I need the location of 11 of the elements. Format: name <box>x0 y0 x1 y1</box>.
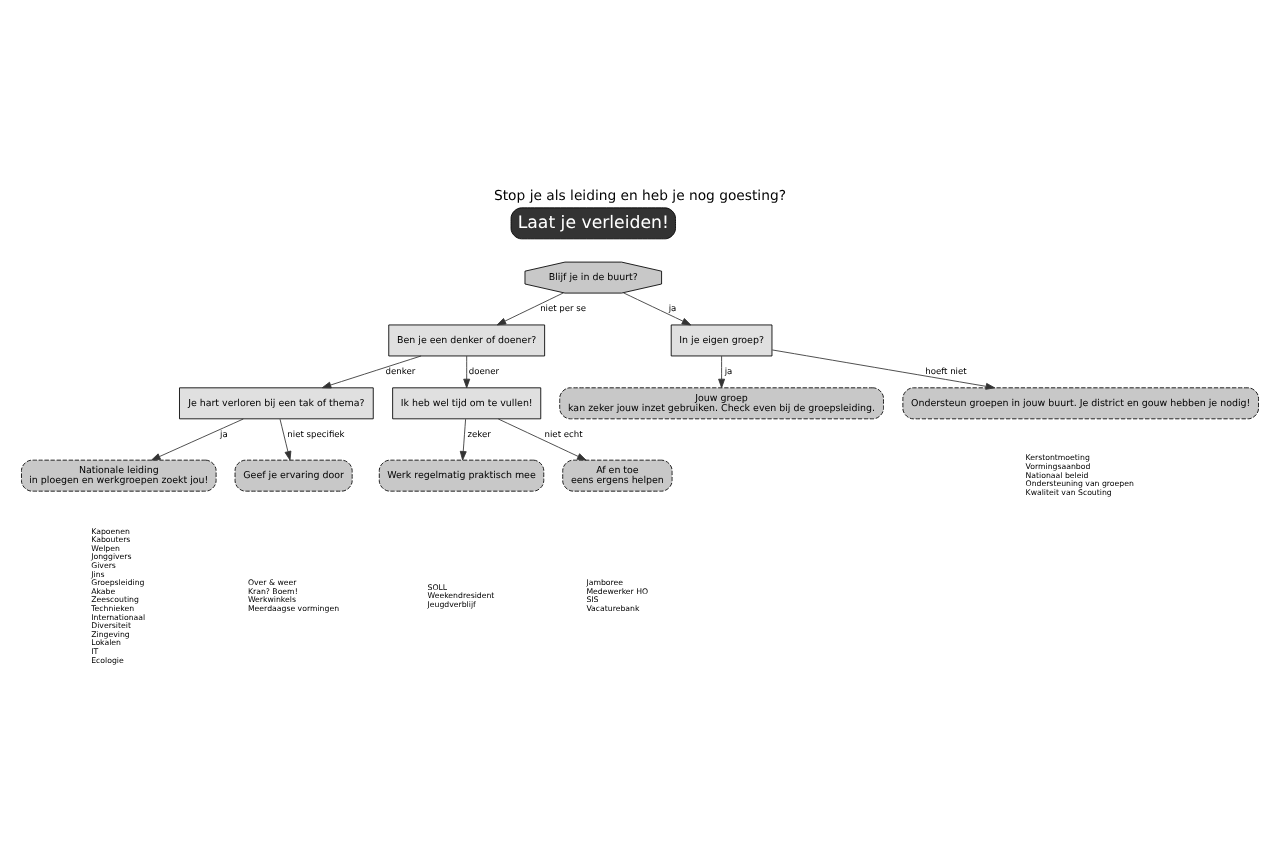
arrow <box>321 355 422 389</box>
node-box: Laat je verleiden! <box>510 207 676 240</box>
arrow <box>497 418 587 461</box>
arrow <box>151 418 244 461</box>
arrow <box>622 292 692 326</box>
arrow <box>459 418 467 461</box>
arrow <box>279 418 292 461</box>
arrow <box>496 292 565 326</box>
arrow <box>771 349 996 390</box>
arrow <box>718 355 726 389</box>
arrow <box>463 355 471 389</box>
